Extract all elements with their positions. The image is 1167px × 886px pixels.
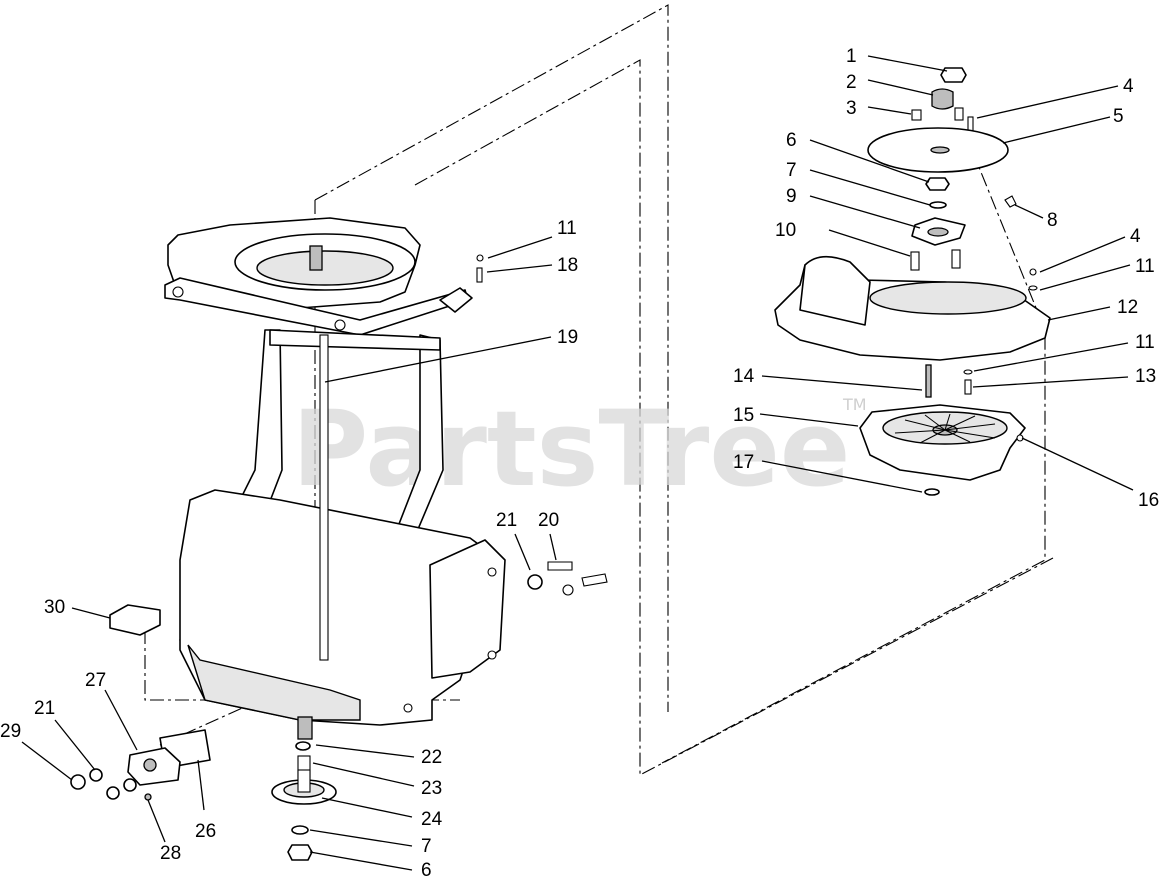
left-hardware — [70, 254, 608, 861]
leader-lines — [21, 55, 1134, 871]
callout-4-mid: 4 — [1130, 226, 1141, 247]
callout-24: 24 — [421, 809, 443, 830]
callout-26: 26 — [195, 821, 216, 842]
callout-20: 20 — [538, 510, 559, 531]
callout-5: 5 — [1113, 106, 1124, 127]
callout-3: 3 — [846, 98, 857, 119]
callout-18: 18 — [557, 255, 578, 276]
callout-21-right: 21 — [496, 510, 517, 531]
callout-23: 23 — [421, 778, 442, 799]
callout-11-left: 11 — [557, 218, 577, 239]
upper-shroud-ring — [164, 217, 473, 336]
callout-10: 10 — [775, 220, 796, 241]
callout-6-bottom: 6 — [421, 860, 432, 881]
callout-13: 13 — [1135, 366, 1156, 387]
callout-22: 22 — [421, 747, 442, 768]
callout-15: 15 — [733, 405, 754, 426]
watermark-text: PartsTree — [292, 388, 850, 510]
callout-17: 17 — [733, 452, 754, 473]
callout-29: 29 — [0, 721, 21, 742]
callout-27: 27 — [85, 670, 106, 691]
callouts: 1 2 3 4 5 6 7 8 9 10 4 11 12 11 13 14 15… — [0, 46, 1159, 881]
partstree-watermark: PartsTree TM — [292, 388, 867, 510]
callout-11-upper: 11 — [1135, 256, 1155, 277]
callout-28: 28 — [160, 843, 181, 864]
callout-12: 12 — [1117, 297, 1138, 318]
callout-7-top: 7 — [786, 160, 797, 181]
callout-6-top: 6 — [786, 130, 797, 151]
callout-1: 1 — [846, 46, 857, 67]
callout-19: 19 — [557, 327, 578, 348]
right-top-hardware — [867, 67, 1017, 271]
callout-8: 8 — [1047, 210, 1058, 231]
impeller-fan — [859, 364, 1026, 496]
callout-21-left: 21 — [34, 698, 55, 719]
callout-9: 9 — [786, 186, 797, 207]
callout-14: 14 — [733, 366, 755, 387]
callout-30: 30 — [44, 597, 65, 618]
callout-7-bottom: 7 — [421, 836, 432, 857]
lower-shroud-ring — [774, 255, 1051, 361]
watermark-trademark: TM — [842, 395, 867, 414]
callout-4-top: 4 — [1123, 76, 1134, 97]
fan-blades — [894, 413, 996, 444]
callout-16: 16 — [1138, 490, 1159, 511]
callout-2: 2 — [846, 72, 857, 93]
frame-assembly — [179, 329, 506, 726]
callout-11-lower: 11 — [1135, 332, 1155, 353]
